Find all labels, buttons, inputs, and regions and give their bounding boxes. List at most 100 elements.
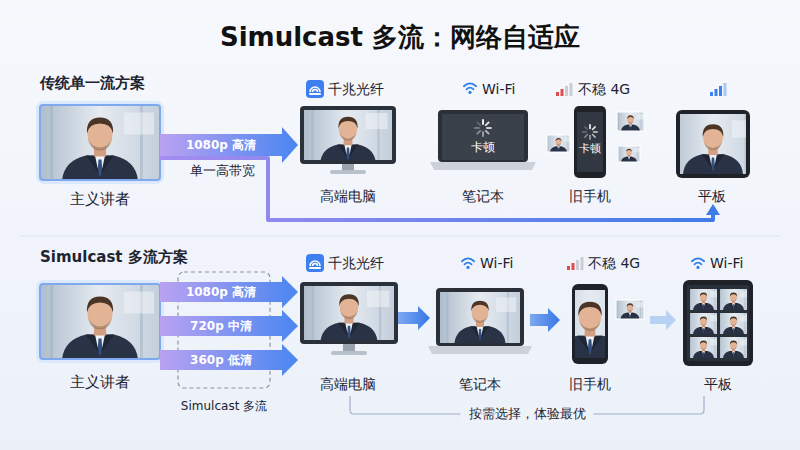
bracket-note: 按需选择，体验最优 [461, 405, 594, 423]
device-caption: 旧手机 [560, 186, 620, 206]
arrow-body [160, 276, 298, 308]
section-divider [20, 236, 780, 237]
tablet [666, 114, 761, 174]
screen-status: 卡顿 [574, 142, 606, 156]
arrow-body [398, 306, 430, 330]
laptop [430, 162, 536, 170]
group-caption: Simulcast 多流 [181, 397, 267, 415]
device-node: 千兆光纤高端电脑 [298, 80, 398, 204]
network-label: 不稳 4G [578, 80, 630, 98]
laptop [475, 120, 491, 136]
laptop [462, 258, 474, 269]
network-label: Wi-Fi [482, 80, 515, 98]
stream-arrow [160, 127, 298, 163]
relay-arrow [650, 310, 676, 330]
tablet [683, 280, 753, 366]
device-caption: 平板 [682, 186, 742, 206]
section-heading: 传统单一流方案 [40, 74, 145, 92]
tablet [687, 313, 720, 334]
desktop-monitor [306, 254, 324, 272]
arrow-body [160, 310, 298, 342]
device-caption: 高端电脑 [298, 186, 398, 206]
desktop-monitor [304, 107, 392, 163]
tablet [717, 337, 750, 358]
presenter-photo [36, 101, 164, 184]
device-node: 不稳 4G旧手机 [560, 254, 650, 394]
presenter-photo [36, 280, 164, 363]
fallback-line [160, 158, 720, 220]
presenter-photo [36, 101, 164, 184]
tablet [710, 83, 727, 96]
desktop-monitor [304, 285, 394, 342]
tablet [666, 83, 761, 178]
laptop [440, 292, 521, 343]
laptop [428, 346, 532, 354]
connector-line [160, 158, 713, 220]
phone [616, 146, 641, 162]
phone [618, 146, 640, 162]
relay-arrow [398, 306, 430, 330]
device-caption: 主义讲者 [40, 189, 160, 209]
desktop-monitor [300, 80, 396, 174]
phone [547, 135, 570, 152]
desktop-monitor [343, 344, 355, 351]
stream-arrow [160, 310, 298, 342]
presenter-photo [40, 105, 160, 180]
stream-label: 720p 中清 [190, 318, 252, 334]
network-label: 不稳 4G [588, 254, 640, 272]
stream-label: 1080p 高清 [186, 137, 256, 153]
arrow-body [160, 344, 298, 376]
phone [615, 300, 645, 319]
relay-arrow [530, 308, 560, 332]
device-node: 不稳 4G 卡顿旧手机 [545, 80, 645, 204]
device-caption: 笔记本 [430, 374, 530, 394]
arrow-body [530, 308, 560, 332]
arrow-body [160, 127, 298, 163]
stream-label: 1080p 高清 [186, 284, 256, 300]
section-heading: Simulcast 多流方案 [40, 248, 188, 266]
presenter-photo [40, 284, 160, 360]
desktop-monitor [306, 80, 324, 98]
stream-group-bracket [178, 272, 270, 388]
laptop [428, 258, 532, 354]
presenter-photo [40, 284, 160, 359]
network-label: 千兆光纤 [328, 80, 384, 98]
laptop [438, 110, 528, 162]
phone [616, 112, 646, 131]
network-label: Wi-Fi [480, 254, 513, 272]
phone [545, 83, 645, 178]
tablet [683, 258, 753, 366]
device-node: Wi-Fi卡顿笔记本 [430, 80, 536, 204]
tablet [692, 258, 704, 269]
arrow-body [650, 310, 676, 330]
phone [545, 135, 572, 152]
phone [536, 290, 643, 358]
tablet [717, 289, 750, 310]
phone [536, 257, 645, 364]
diagram-title: Simulcast 多流：网络自适应 [0, 20, 800, 54]
device-caption: 平板 [688, 374, 748, 394]
tablet [687, 337, 720, 358]
device-caption: 笔记本 [430, 186, 536, 206]
tablet [717, 313, 750, 334]
laptop [464, 83, 476, 94]
desktop-monitor [331, 351, 367, 355]
phone [556, 83, 573, 96]
tablet [687, 289, 720, 310]
device-caption: 主义讲者 [40, 372, 160, 392]
phone [574, 106, 606, 178]
desktop-monitor [300, 106, 396, 164]
laptop [436, 288, 524, 346]
presenter-photo [40, 105, 160, 181]
stream-label: 360p 低清 [190, 352, 252, 368]
bandwidth-note: 单一高带宽 [190, 162, 255, 180]
device-node: 千兆光纤高端电脑 [298, 254, 398, 394]
phone [617, 112, 644, 131]
desktop-monitor [342, 164, 354, 170]
presenter-node: 主义讲者 [40, 284, 160, 394]
